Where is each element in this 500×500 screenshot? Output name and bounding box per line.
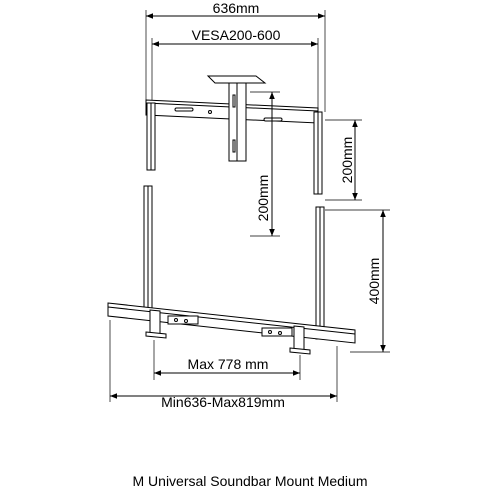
lower-right-arm [315,206,325,340]
dim-vesa-label: VESA200-600 [192,27,281,43]
dim-center-vertical-label: 200mm [255,175,271,222]
lower-left-arm [143,185,153,319]
dimension-arrows [110,13,386,399]
upper-left-arm [146,102,156,171]
dim-right-upper-vertical-label: 200mm [339,137,355,184]
product-caption: M Universal Soundbar Mount Medium [132,473,368,489]
dim-range-label: Min636-Max819mm [161,394,285,410]
soundbar-rail [107,302,356,344]
center-mount-bracket [206,75,267,162]
left-clamp [145,309,167,339]
dim-max-width-label: Max 778 mm [188,356,269,372]
right-clamp [289,325,311,355]
dim-overall-width-label: 636mm [213,0,260,16]
dim-right-lower-vertical-label: 400mm [366,258,382,305]
upper-right-arm [313,111,323,195]
